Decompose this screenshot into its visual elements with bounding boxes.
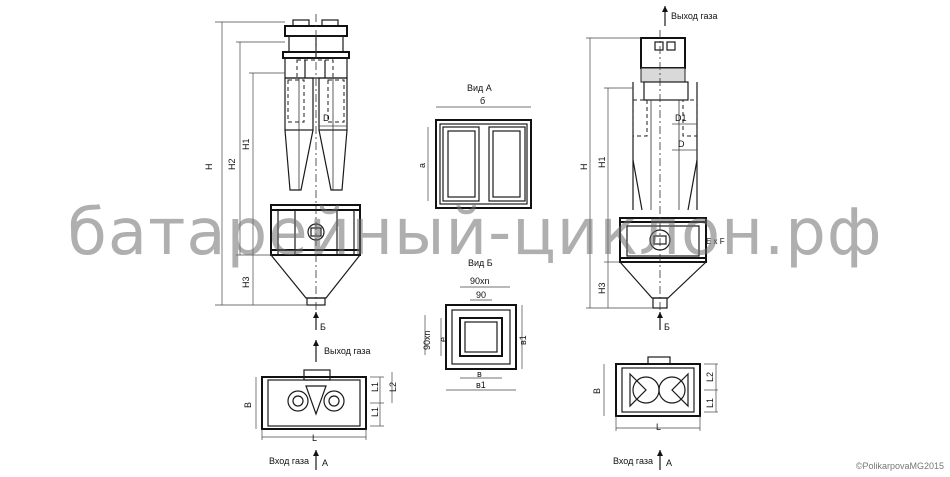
dim-v1-bottom: в1 bbox=[476, 380, 486, 390]
dim-90-top: 90 bbox=[476, 290, 486, 300]
gas-out-label-left: Выход газа bbox=[324, 346, 371, 356]
dim-90n-top: 90хn bbox=[470, 276, 490, 286]
view-b-title: Вид Б bbox=[468, 258, 493, 268]
arrow-A-label-right: A bbox=[666, 458, 672, 468]
dim-L1-right: L1 bbox=[705, 398, 715, 408]
arrow-B-label-left: Б bbox=[320, 322, 326, 332]
gas-in-label-left: Вход газа bbox=[269, 456, 309, 466]
dim-ExF: E x F bbox=[706, 237, 725, 246]
dim-v1-side: в1 bbox=[518, 335, 528, 345]
dim-L-left: L bbox=[312, 433, 317, 443]
dim-D1-right: D1 bbox=[675, 113, 687, 123]
dim-L1-left-a: L1 bbox=[370, 382, 380, 392]
dim-H3: H3 bbox=[241, 276, 251, 288]
right-front-view: Выход газа D1 D E x F Б bbox=[579, 6, 725, 332]
dim-90n-side: 90хn bbox=[422, 330, 432, 350]
gas-in-label-right: Вход газа bbox=[613, 456, 653, 466]
dim-B-right: B bbox=[592, 388, 602, 394]
dim-H-right: H bbox=[579, 164, 589, 171]
dim-b-view-a: б bbox=[480, 96, 485, 106]
gas-out-label-right: Выход газа bbox=[671, 11, 718, 21]
view-a-title: Вид А bbox=[467, 83, 492, 93]
dim-e-view-b: е bbox=[438, 337, 448, 342]
dim-D: D bbox=[323, 113, 330, 123]
left-front-view: D Б H H2 H1 H3 bbox=[204, 14, 362, 332]
arrow-A-label-left: A bbox=[322, 458, 328, 468]
dim-L-right: L bbox=[656, 422, 661, 432]
dim-v-bottom: в bbox=[477, 369, 482, 379]
dim-H: H bbox=[204, 164, 214, 171]
dim-a-view-a: а bbox=[417, 163, 427, 168]
dim-L2-left: L2 bbox=[388, 382, 398, 392]
view-b: Вид Б 90хn 90 90хn е в1 в в1 bbox=[422, 258, 528, 391]
copyright: ©PolikarpovaMG2015 bbox=[855, 461, 944, 471]
right-plan-view: L B L2 L1 Вход газа A bbox=[592, 356, 718, 470]
view-a: Вид А б а bbox=[417, 83, 532, 209]
dim-D-right: D bbox=[678, 139, 685, 149]
dim-H3-right: H3 bbox=[597, 282, 607, 294]
left-plan-view: Выход газа L B L1 L1 L2 Вход газа A bbox=[243, 340, 398, 470]
dim-H2: H2 bbox=[227, 158, 237, 170]
dim-H1: H1 bbox=[241, 138, 251, 150]
dim-L1-left-b: L1 bbox=[370, 407, 380, 417]
dim-H1-right: H1 bbox=[597, 156, 607, 168]
arrow-B-label-right: Б bbox=[664, 322, 670, 332]
dim-L2-right: L2 bbox=[705, 372, 715, 382]
dim-B-left: B bbox=[243, 402, 253, 408]
